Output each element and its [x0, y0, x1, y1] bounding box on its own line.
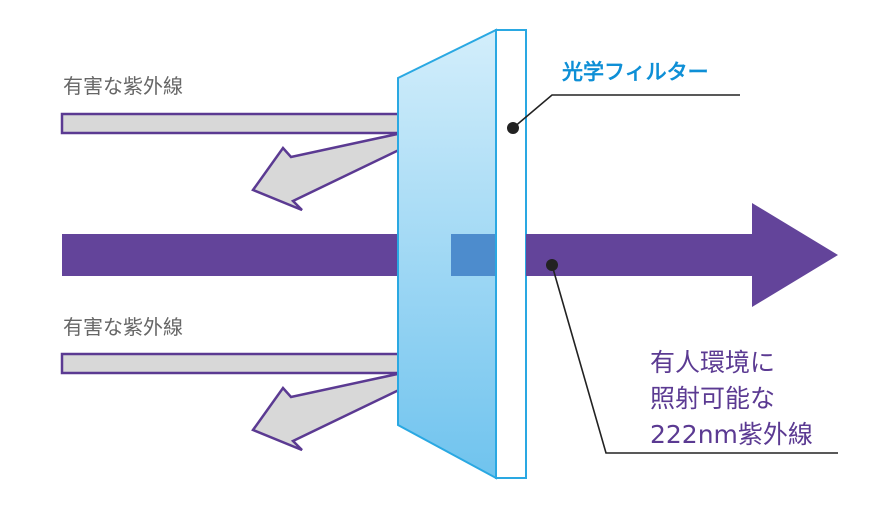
safe-uv-label-line1: 有人環境に — [650, 348, 776, 377]
uv-beam-in-filter — [451, 234, 496, 276]
safe-uv-label-line3: 222nm紫外線 — [650, 420, 813, 449]
harmful-ray-top — [60, 112, 430, 212]
uv-beam-incoming — [62, 234, 462, 276]
optical-filter-label: 光学フィルター — [562, 60, 709, 84]
optical-filter-edge — [495, 29, 527, 479]
filter-leader-line — [512, 94, 740, 129]
harmful-ray-bottom — [60, 352, 430, 452]
filter-leader-dot — [507, 122, 519, 134]
harmful-ray-top-shape — [60, 112, 430, 212]
harmful-uv-label-bottom: 有害な紫外線 — [63, 315, 183, 339]
harmful-ray-bottom-shape — [60, 352, 430, 452]
safe-uv-label-line2: 照射可能な — [650, 384, 776, 413]
harmful-uv-label-top: 有害な紫外線 — [63, 74, 183, 98]
uv-beam-transmitted-arrow — [526, 203, 838, 307]
safe-uv-label: 有人環境に 照射可能な 222nm紫外線 — [650, 345, 813, 453]
safe-uv-leader-dot — [546, 259, 558, 271]
safe-uv-leader-line — [551, 264, 838, 454]
